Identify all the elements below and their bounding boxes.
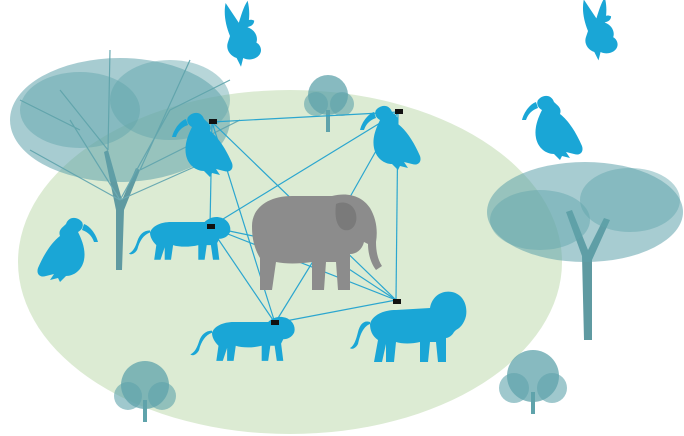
collar-marker <box>271 320 279 325</box>
collar-marker <box>393 299 401 304</box>
vulture-icon <box>225 1 261 67</box>
vulture-icon <box>583 0 618 60</box>
collar-marker <box>395 109 403 114</box>
collar-marker <box>209 119 217 124</box>
vulture-icon <box>522 96 583 160</box>
collar-marker <box>207 224 215 229</box>
